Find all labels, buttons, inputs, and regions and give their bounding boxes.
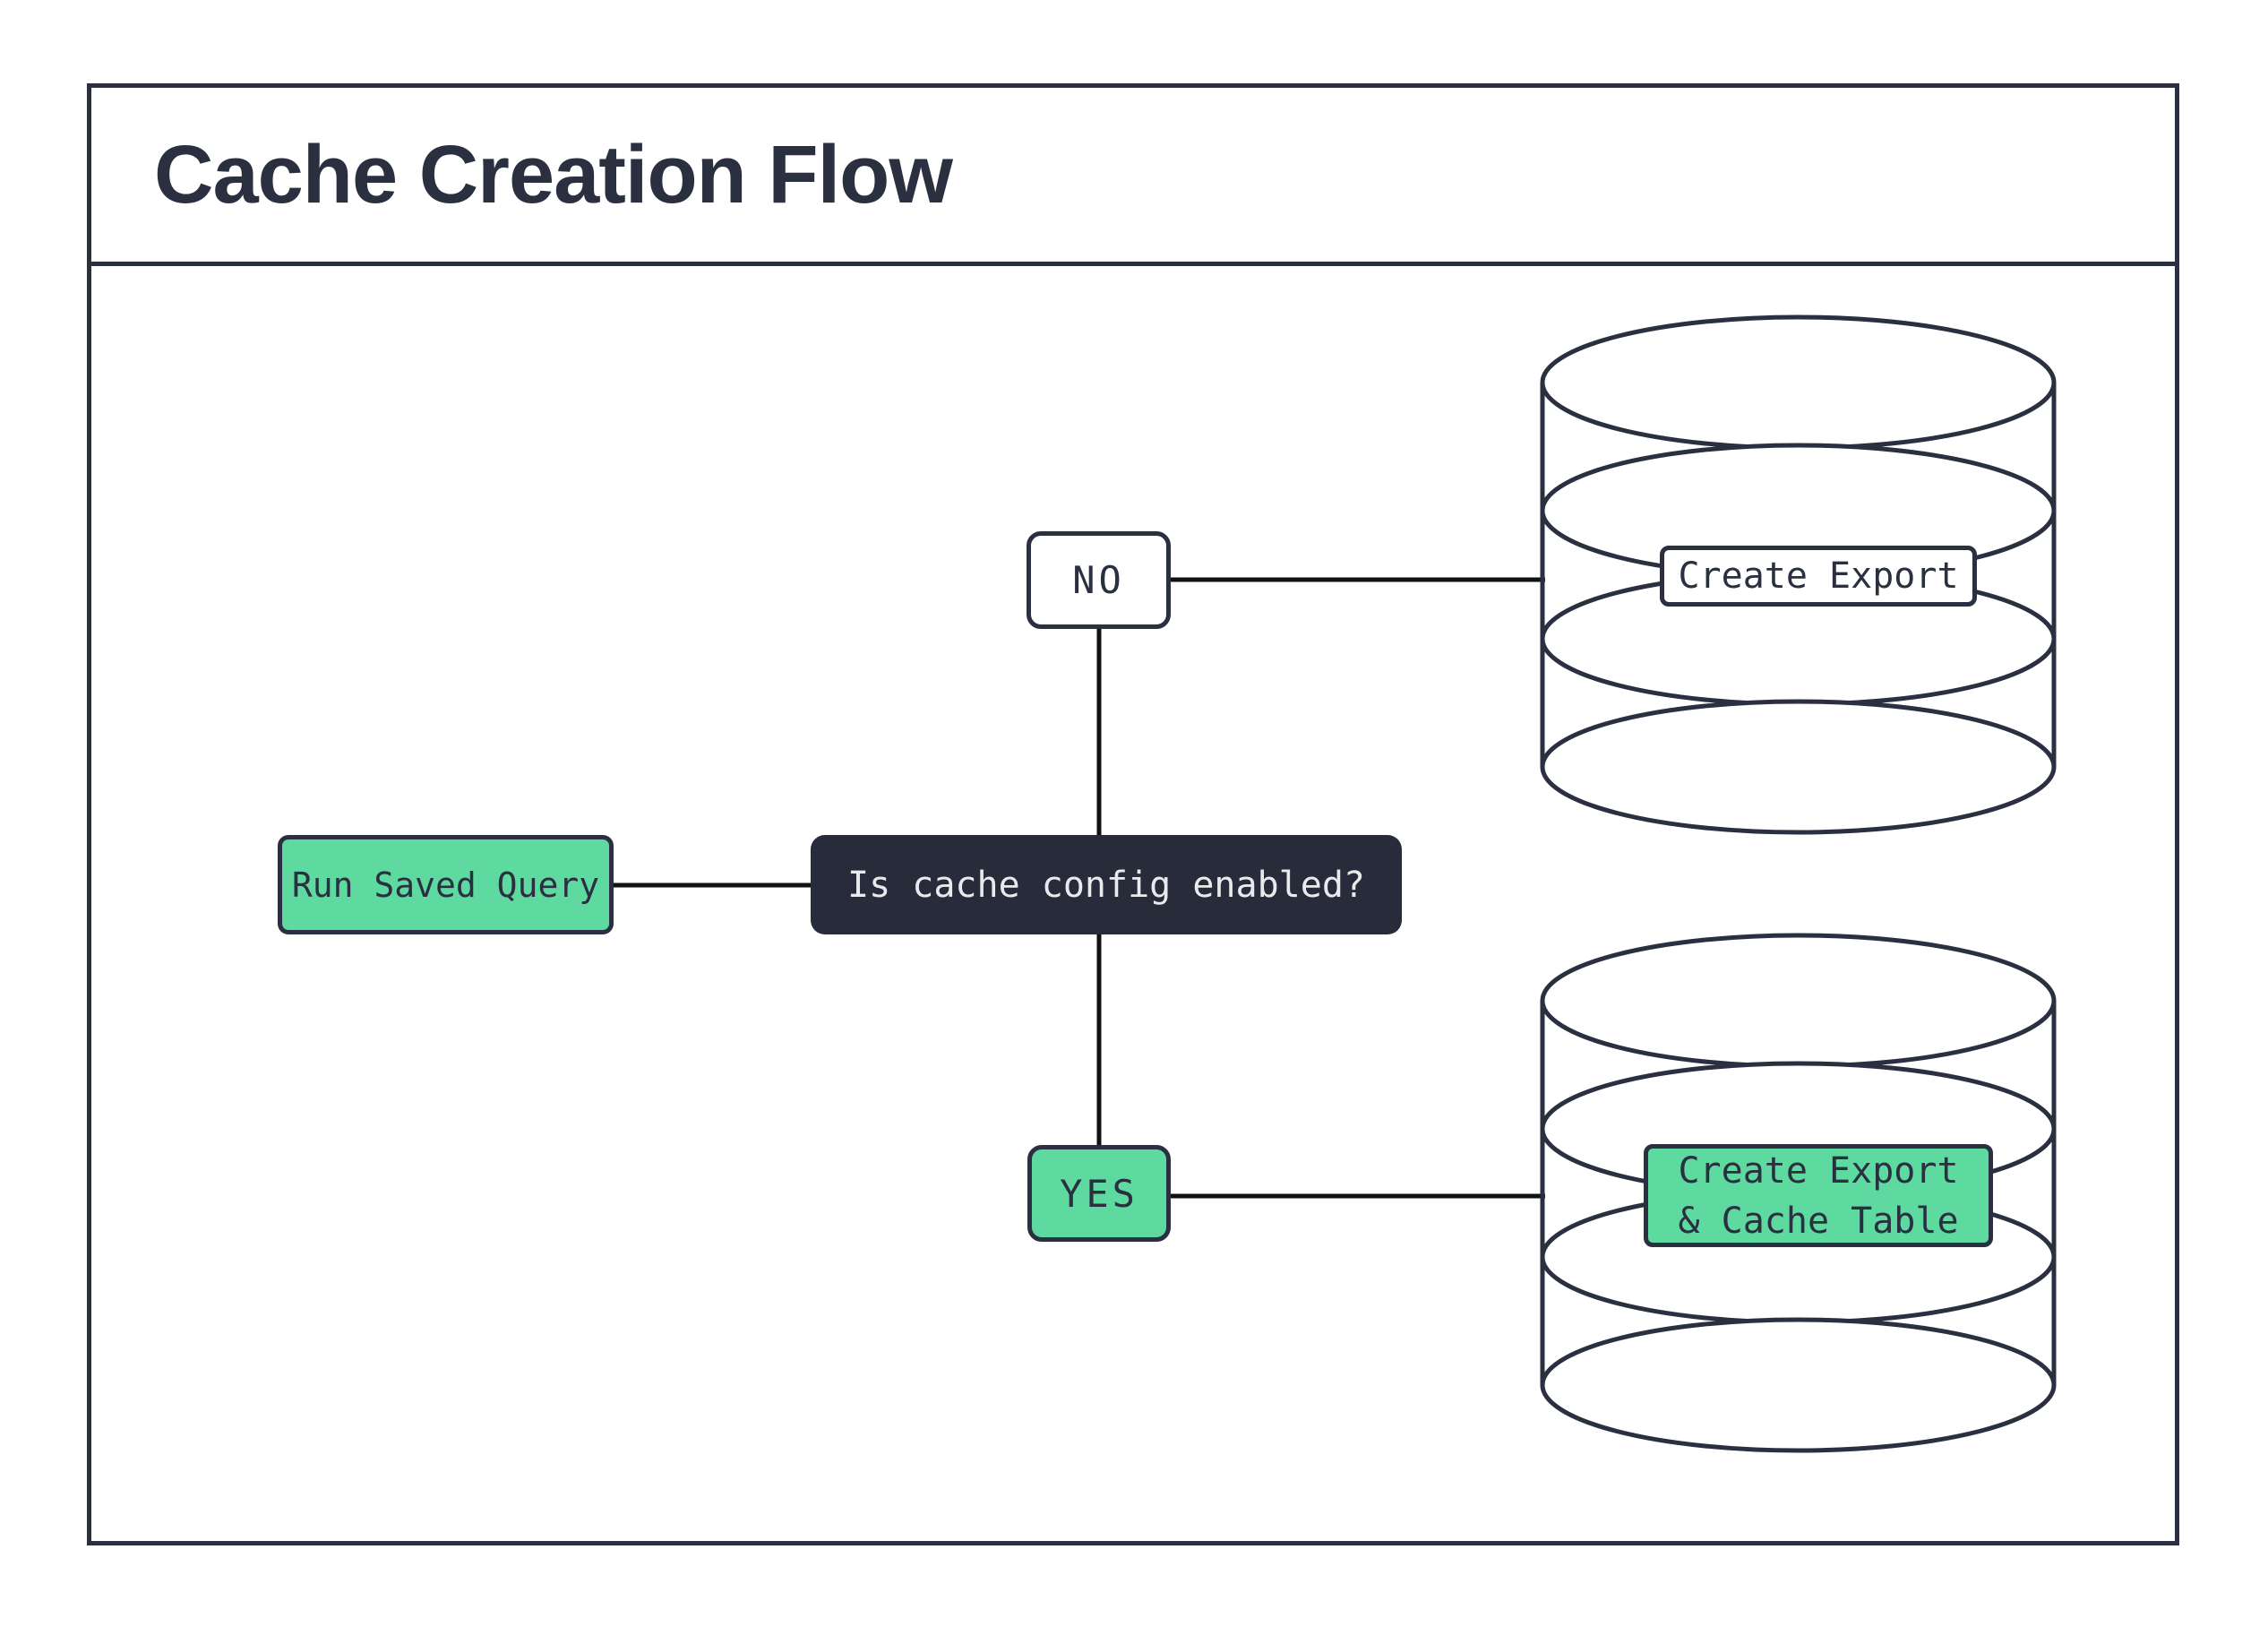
label-line-2: & Cache Table: [1678, 1200, 1959, 1242]
node-branch-yes: YES: [1027, 1145, 1171, 1242]
node-branch-no: NO: [1027, 531, 1171, 629]
label-line-1: Create Export: [1678, 1149, 1959, 1192]
label-create-export-cache-table: Create Export & Cache Table: [1644, 1144, 1993, 1247]
node-decision-cache-config: Is cache config enabled?: [811, 835, 1402, 934]
diagram-header: Cache Creation Flow: [91, 88, 2175, 266]
page-title: Cache Creation Flow: [154, 128, 953, 220]
label-create-export: Create Export: [1660, 546, 1977, 607]
node-run-saved-query: Run Saved Query: [278, 835, 614, 934]
